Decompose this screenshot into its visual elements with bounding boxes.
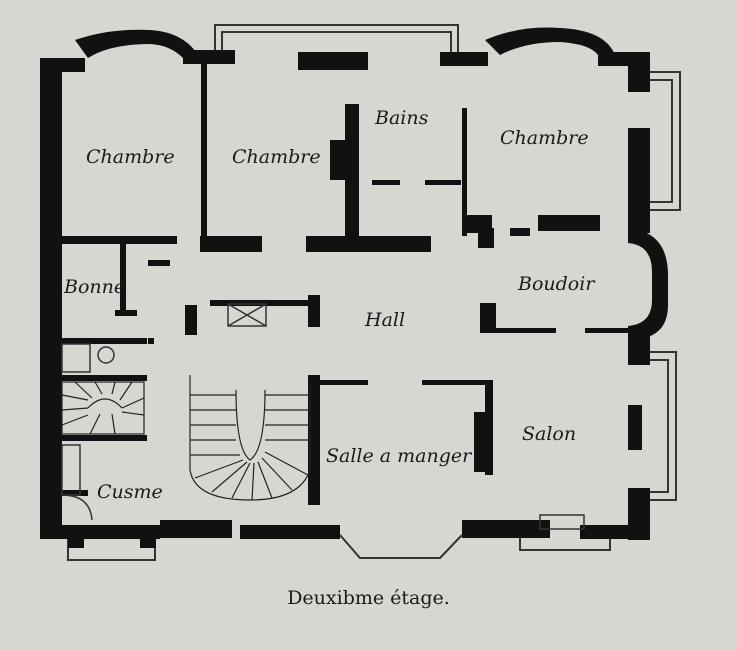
room-label-salle-a-manger: Salle a manger: [326, 445, 472, 467]
walls: [40, 27, 668, 548]
staircase-service: [61, 381, 145, 435]
room-label-hall: Hall: [365, 309, 406, 331]
staircase-main: [189, 375, 311, 501]
room-label-chambre-2: Chambre: [232, 146, 321, 168]
room-label-chambre-3: Chambre: [500, 127, 589, 149]
room-label-bonne: Bonne: [64, 276, 126, 298]
interior-walls: [58, 58, 630, 505]
fixtures: [61, 303, 585, 530]
window-bays: [67, 24, 681, 561]
room-label-salon: Salon: [522, 423, 577, 445]
plan-caption: Deuxibme étage.: [287, 587, 450, 609]
room-label-bains: Bains: [375, 107, 429, 129]
room-label-chambre-1: Chambre: [86, 146, 175, 168]
room-label-boudoir: Boudoir: [518, 273, 595, 295]
room-label-cuisine: Cusme: [97, 481, 163, 503]
